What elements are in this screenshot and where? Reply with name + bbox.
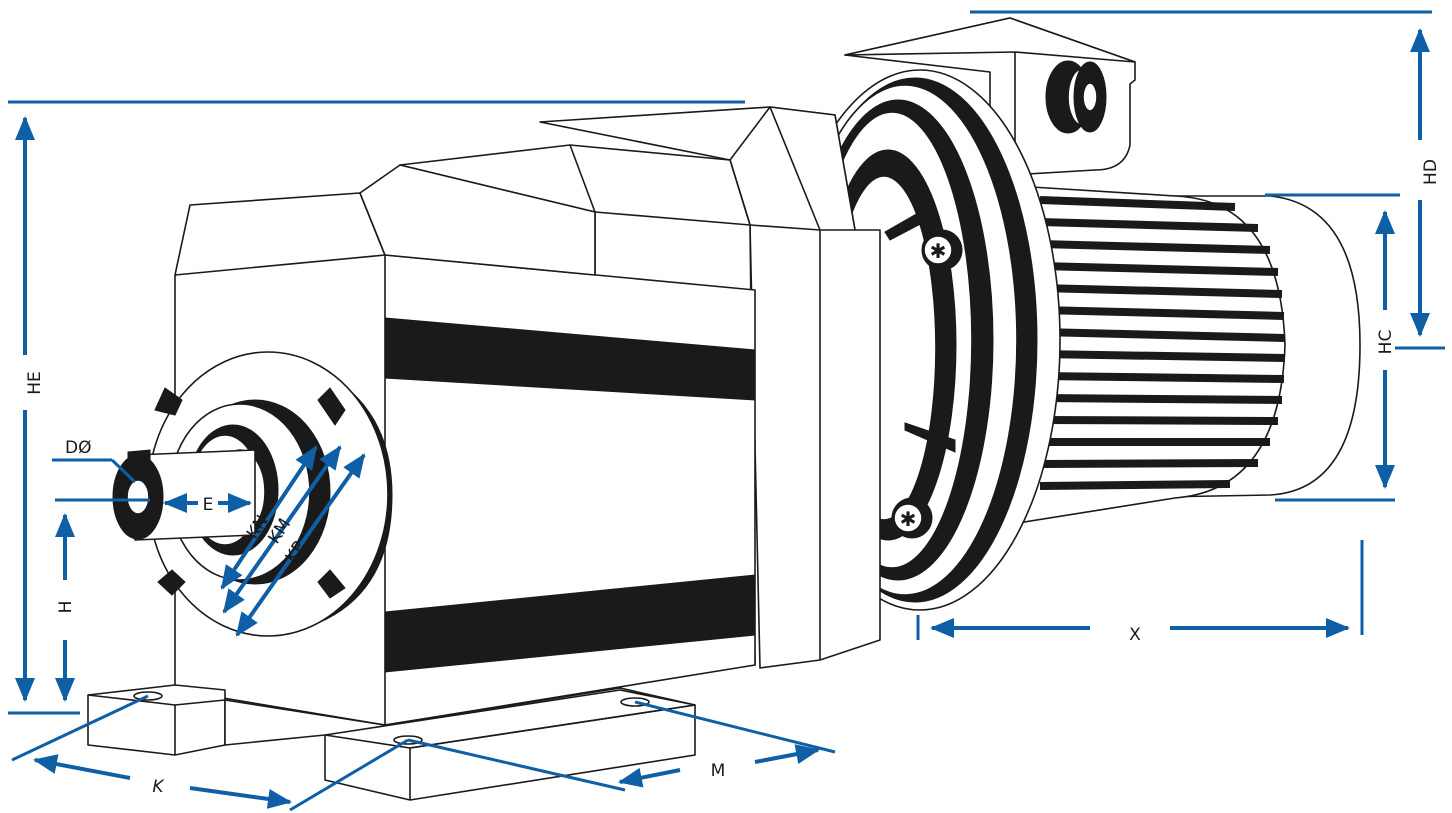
dimension-label-D: DØ — [65, 438, 91, 458]
dimension-label-HD: HD — [1421, 159, 1441, 185]
dimension-HC: HC — [1265, 193, 1400, 502]
dimension-label-E: E — [203, 495, 214, 515]
dimension-M: M — [407, 700, 836, 792]
dimension-D: DØ — [52, 438, 137, 484]
dimension-label-H: H — [56, 601, 76, 614]
dimension-K: K — [11, 694, 409, 812]
dimension-label-X: X — [1129, 625, 1141, 645]
dimension-H: H — [55, 498, 150, 702]
svg-text:✱: ✱ — [900, 507, 917, 531]
screw-icon: ✱ — [921, 229, 963, 271]
motor-cooling-fins — [999, 184, 1286, 526]
dimension-label-HC: HC — [1376, 330, 1396, 355]
dimension-label-HE: HE — [25, 371, 45, 395]
dimension-HD: HD — [970, 10, 1445, 350]
dimension-HE: HE — [8, 100, 745, 715]
dimension-label-M: M — [711, 761, 726, 781]
gearbox-rear-housing — [539, 106, 881, 669]
screw-icon: ✱ — [891, 497, 933, 539]
dimension-label-K: K — [152, 777, 165, 797]
mounting-foot-right — [224, 687, 696, 801]
output-shaft — [112, 449, 256, 541]
svg-text:✱: ✱ — [930, 239, 947, 263]
dimension-X: X — [916, 540, 1364, 645]
mounting-foot-left — [87, 684, 226, 756]
